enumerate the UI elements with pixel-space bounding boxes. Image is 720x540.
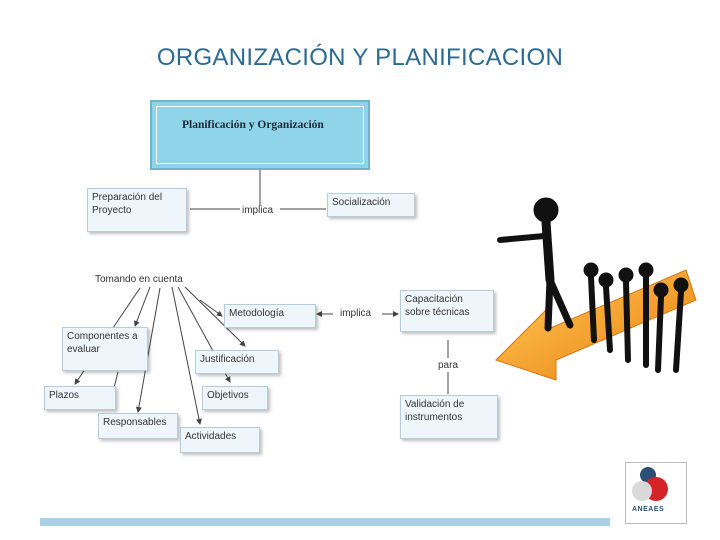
node-para: para [438, 360, 459, 371]
diagram-root-label: Planificación y Organización [182, 119, 324, 131]
logo-mark-icon [632, 467, 668, 501]
node-socializacion: Socialización [327, 193, 415, 217]
connector-tomando-actividades [171, 286, 202, 425]
node-componentes: Componentes a evaluar [62, 327, 148, 371]
node-actividades: Actividades [180, 427, 260, 453]
slide-title: ORGANIZACIÓN Y PLANIFICACION [156, 44, 564, 71]
leader-arrow-illustration [495, 197, 697, 381]
logo-text: ANEAES [632, 506, 665, 513]
node-capacitacion: Capacitación sobre técnicas [400, 290, 494, 332]
node-objetivos: Objetivos [202, 386, 268, 410]
node-responsables: Responsables [98, 413, 178, 439]
connector-tomando-metodologia [199, 299, 223, 317]
node-metodologia: Metodología [224, 304, 316, 328]
footer-bar [40, 518, 610, 526]
node-plazos: Plazos [44, 386, 116, 410]
node-implica-2: implica [340, 308, 372, 319]
node-tomando: Tomando en cuenta [95, 274, 183, 285]
node-implica-1: implica [242, 205, 274, 216]
connector-tomando-responsables [135, 287, 161, 413]
stick-figures [497, 197, 689, 373]
node-validacion: Validación de instrumentos [400, 395, 498, 439]
node-preparacion: Preparación del Proyecto [87, 188, 187, 232]
diagram-root-box: Planificación y Organización [150, 100, 370, 170]
node-justificacion: Justificación [195, 350, 279, 374]
connector-tomando-justificacion [184, 286, 246, 347]
connector-tomando-componentes [133, 286, 151, 327]
aneaes-logo: ANEAES [625, 462, 687, 524]
